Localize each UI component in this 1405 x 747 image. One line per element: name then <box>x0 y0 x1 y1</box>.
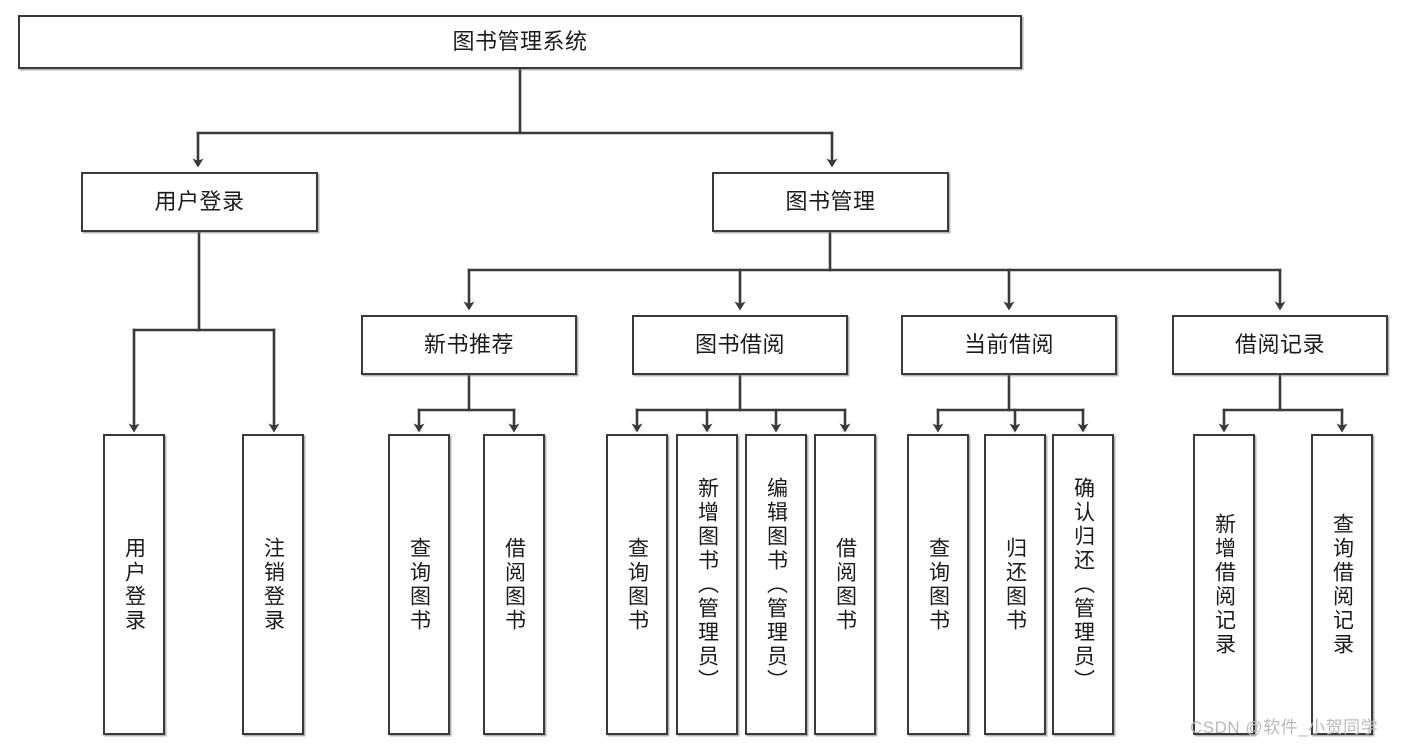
node-root[interactable]: 图书管理系统 <box>18 15 1022 69</box>
node-leaf-user-login-label: 用户登录 <box>122 536 146 633</box>
node-leaf-logout-login-label: 注销登录 <box>261 536 285 633</box>
node-book-manage-label: 图书管理 <box>785 188 876 214</box>
node-leaf-add-book[interactable]: 新增图书（管理员） <box>676 434 738 735</box>
node-book-manage[interactable]: 图书管理 <box>712 172 949 232</box>
node-new-book-recommend-label: 新书推荐 <box>423 331 514 357</box>
node-user-login[interactable]: 用户登录 <box>81 172 318 232</box>
node-leaf-query-record-label: 查询借阅记录 <box>1330 512 1354 657</box>
node-leaf-query-book-1-label: 查询图书 <box>407 536 431 633</box>
csdn-watermark: CSDN @软件_小贺同学 <box>1190 718 1379 737</box>
node-leaf-borrow-book-2-label: 借阅图书 <box>833 536 857 633</box>
node-borrow-record-label: 借阅记录 <box>1234 331 1325 357</box>
node-user-login-label: 用户登录 <box>154 188 245 214</box>
node-leaf-add-book-label: 新增图书（管理员） <box>695 476 719 693</box>
node-leaf-query-book-1[interactable]: 查询图书 <box>388 434 450 735</box>
node-new-book-recommend[interactable]: 新书推荐 <box>361 315 577 375</box>
node-leaf-confirm-return[interactable]: 确认归还（管理员） <box>1052 434 1114 735</box>
node-leaf-edit-book[interactable]: 编辑图书（管理员） <box>745 434 807 735</box>
node-book-borrow[interactable]: 图书借阅 <box>632 315 848 375</box>
node-leaf-add-record-label: 新增借阅记录 <box>1212 512 1236 657</box>
node-leaf-return-book-label: 归还图书 <box>1003 536 1027 633</box>
node-current-borrow-label: 当前借阅 <box>963 331 1054 357</box>
node-leaf-confirm-return-label: 确认归还（管理员） <box>1071 476 1095 693</box>
node-leaf-user-login[interactable]: 用户登录 <box>103 434 165 735</box>
node-leaf-query-book-3-label: 查询图书 <box>926 536 950 633</box>
node-leaf-add-record[interactable]: 新增借阅记录 <box>1193 434 1255 735</box>
node-leaf-borrow-book-1-label: 借阅图书 <box>502 536 526 633</box>
node-root-label: 图书管理系统 <box>452 28 588 54</box>
node-leaf-edit-book-label: 编辑图书（管理员） <box>764 476 788 693</box>
node-book-borrow-label: 图书借阅 <box>694 331 785 357</box>
node-leaf-return-book[interactable]: 归还图书 <box>984 434 1046 735</box>
node-leaf-query-book-2-label: 查询图书 <box>625 536 649 633</box>
node-leaf-borrow-book-2[interactable]: 借阅图书 <box>814 434 876 735</box>
node-leaf-logout-login[interactable]: 注销登录 <box>242 434 304 735</box>
node-leaf-query-book-3[interactable]: 查询图书 <box>907 434 969 735</box>
node-leaf-borrow-book-1[interactable]: 借阅图书 <box>483 434 545 735</box>
node-leaf-query-book-2[interactable]: 查询图书 <box>606 434 668 735</box>
node-borrow-record[interactable]: 借阅记录 <box>1172 315 1388 375</box>
node-leaf-query-record[interactable]: 查询借阅记录 <box>1311 434 1373 735</box>
node-current-borrow[interactable]: 当前借阅 <box>901 315 1117 375</box>
